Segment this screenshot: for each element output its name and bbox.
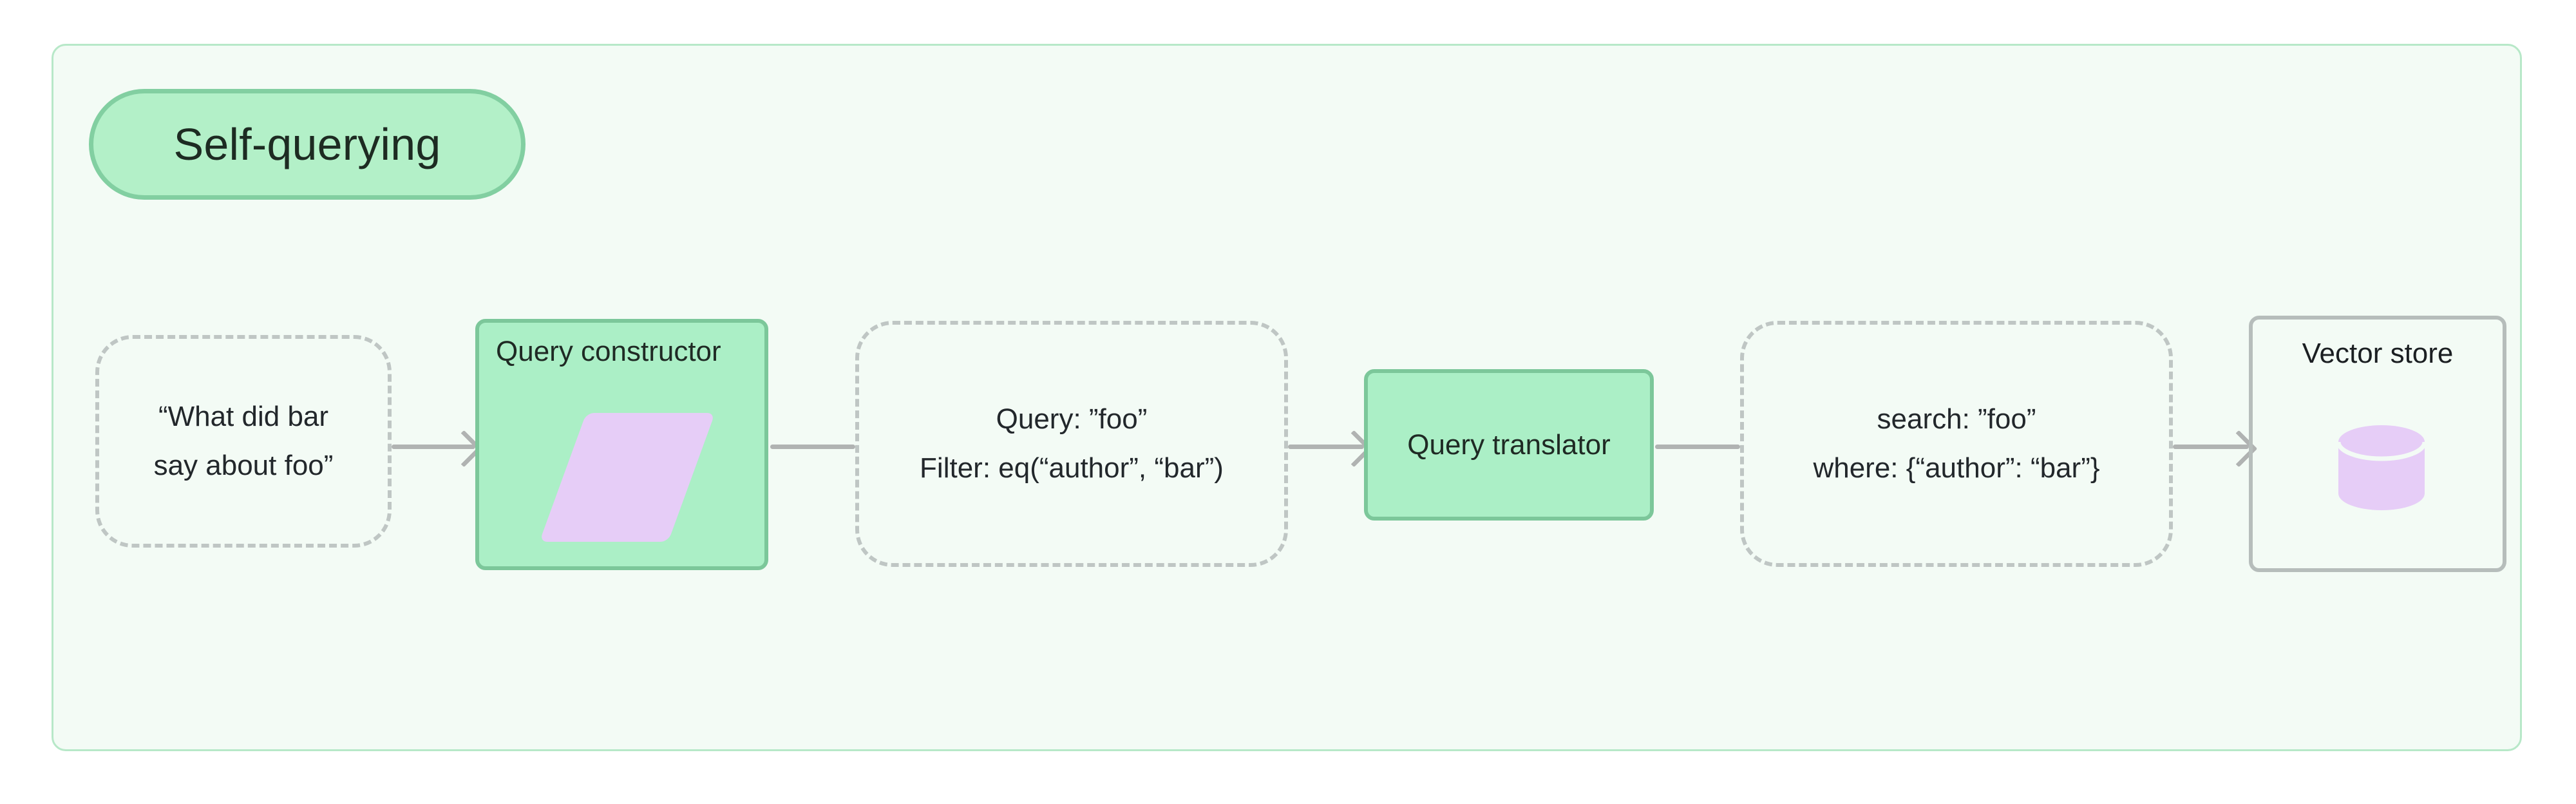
query-translator-label: Query translator xyxy=(1407,428,1611,461)
parallelogram-icon xyxy=(539,413,715,542)
node-structured-query[interactable]: Query: ”foo” Filter: eq(“author”, “bar”) xyxy=(855,321,1288,567)
query-constructor-label: Query constructor xyxy=(496,336,721,367)
edge-structured-query-to-translator xyxy=(1288,445,1364,449)
native-query-line-1: search: ”foo” xyxy=(1877,403,2036,435)
edge-question-to-constructor xyxy=(392,445,475,449)
node-vector-store[interactable]: Vector store xyxy=(2249,316,2506,572)
user-question-line-2: say about foo” xyxy=(153,450,334,481)
node-user-question[interactable]: “What did bar say about foo” xyxy=(95,335,392,548)
structured-query-line-2: Filter: eq(“author”, “bar”) xyxy=(920,452,1224,484)
structured-query-line-1: Query: ”foo” xyxy=(996,403,1148,435)
node-query-translator[interactable]: Query translator xyxy=(1364,369,1654,521)
subgraph-title-label: Self-querying xyxy=(173,119,441,169)
database-cylinder-icon xyxy=(2336,425,2427,510)
edge-native-query-to-vector-store xyxy=(2173,445,2249,449)
user-question-line-1: “What did bar xyxy=(158,401,329,432)
edge-translator-to-native-query xyxy=(1655,445,1740,449)
vector-store-label: Vector store xyxy=(2302,338,2454,369)
node-query-constructor[interactable]: Query constructor xyxy=(475,319,768,570)
subgraph-title-pill: Self-querying xyxy=(89,89,526,200)
node-native-query[interactable]: search: ”foo” where: {“author”: “bar”} xyxy=(1740,321,2173,567)
edge-constructor-to-structured-query xyxy=(770,445,855,449)
native-query-line-2: where: {“author”: “bar”} xyxy=(1813,452,2100,484)
